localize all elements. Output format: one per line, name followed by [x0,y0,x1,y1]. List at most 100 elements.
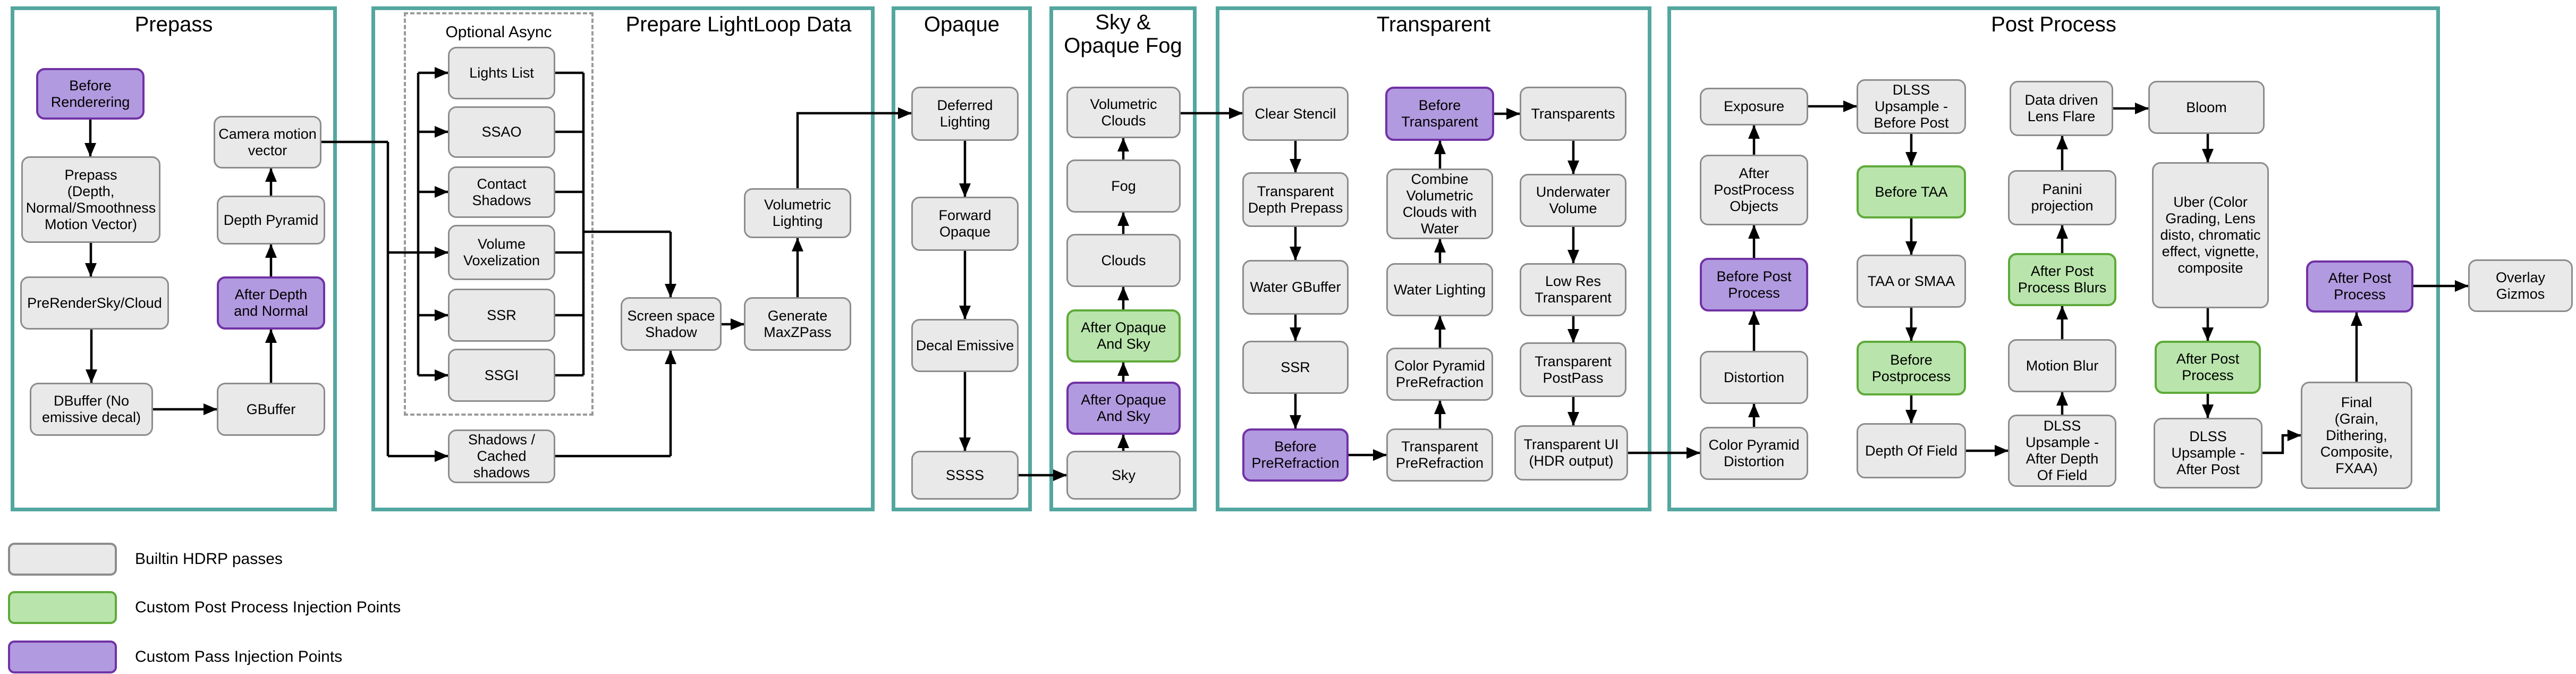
node-label: Lights List [469,65,534,81]
node-combine-volumetric-clouds-with-water: Combine Volumetric Clouds with Water [1386,168,1493,239]
node-overlay-gizmos: Overlay Gizmos [2468,259,2573,312]
node-distortion: Distortion [1700,351,1808,404]
node-water-lighting: Water Lighting [1386,263,1493,316]
node-before-rendering: Before Renderering [36,68,145,120]
node-label: PreRenderSky/Cloud [27,294,162,311]
node-ssss: SSSS [911,451,1019,500]
node-volumetric-clouds: Volumetric Clouds [1066,87,1181,138]
node-label: Water GBuffer [1250,279,1341,295]
node-transparents: Transparents [1520,87,1626,141]
node-label: After Depth and Normal [234,287,308,319]
node-transparent-depth-prepass: Transparent Depth Prepass [1242,172,1349,227]
node-label: Volume Voxelization [463,236,540,268]
node-before-taa: Before TAA [1857,165,1966,218]
node-dlss-upsample-after-post: DLSS Upsample - After Post [2154,418,2263,488]
section-title-transparent: Transparent [1376,13,1491,36]
node-label: Transparent PreRefraction [1395,439,1484,471]
node-after-post-process-green: After Post Process [2155,341,2261,394]
section-post-process [1667,6,2440,511]
node-lights-list: Lights List [448,47,555,99]
node-label: Motion Blur [2026,357,2099,374]
node-label: DLSS Upsample - After Post [2171,428,2245,477]
node-volumetric-lighting: Volumetric Lighting [744,188,851,238]
node-underwater-volume: Underwater Volume [1520,174,1626,227]
node-label: Final (Grain, Dithering, Composite, FXAA… [2320,394,2393,476]
section-title-opaque: Opaque [923,13,1000,36]
node-color-pyramid-prerefraction: Color Pyramid PreRefraction [1386,348,1493,401]
node-decal-emissive: Decal Emissive [911,319,1019,372]
node-motion-blur: Motion Blur [2008,339,2116,392]
node-water-gbuffer: Water GBuffer [1242,260,1349,315]
node-after-opaque-and-sky-pass: After Opaque And Sky [1066,382,1181,435]
node-label: Forward Opaque [938,207,992,240]
node-bloom: Bloom [2148,81,2265,134]
node-label: After Opaque And Sky [1081,392,1166,424]
node-after-postprocess-objects: After PostProcess Objects [1700,155,1808,225]
legend-label-builtin: Builtin HDRP passes [135,550,283,568]
node-after-post-process-purple: After Post Process [2306,260,2413,313]
node-label: After Post Process [2328,270,2392,302]
node-ssao: SSAO [448,106,555,158]
node-after-post-process-blurs: After Post Process Blurs [2008,253,2116,306]
node-label: Transparent PostPass [1535,353,1612,386]
node-ssgi: SSGI [448,349,555,402]
node-dbuffer: DBuffer (No emissive decal) [30,383,153,436]
node-label: Color Pyramid PreRefraction [1394,358,1486,390]
node-forward-opaque: Forward Opaque [911,197,1019,251]
legend-label-custom-post-process: Custom Post Process Injection Points [135,599,401,616]
section-title-prepass: Prepass [134,13,213,36]
node-prepass-depth: Prepass (Depth, Normal/Smoothness Motion… [21,156,160,243]
node-label: Contact Shadows [472,175,531,208]
node-dlss-upsample-before-post: DLSS Upsample - Before Post [1857,79,1966,134]
node-after-opaque-and-sky-postprocess: After Opaque And Sky [1066,309,1181,363]
legend-swatch-custom-pass [8,641,117,673]
node-label: Bloom [2186,99,2227,115]
node-fog: Fog [1066,159,1181,213]
node-label: Before Transparent [1401,97,1478,130]
node-label: After Opaque And Sky [1081,319,1166,352]
node-label: Prepass (Depth, Normal/Smoothness Motion… [26,166,156,232]
node-transparent-ui-hdr-output: Transparent UI (HDR output) [1514,425,1628,481]
node-prerender-sky-cloud: PreRenderSky/Cloud [20,276,169,330]
node-before-transparent: Before Transparent [1385,87,1494,141]
node-label: Water Lighting [1393,281,1486,298]
node-label: Depth Pyramid [223,212,319,228]
node-data-driven-lens-flare: Data driven Lens Flare [2010,81,2113,136]
node-label: After PostProcess Objects [1714,165,1794,214]
node-label: SSGI [484,367,519,383]
legend-swatch-builtin [8,543,117,576]
node-shadows-cached-shadows: Shadows / Cached shadows [448,429,555,483]
node-after-depth-and-normal: After Depth and Normal [217,276,325,330]
node-label: After Post Process [2176,351,2240,383]
node-before-postprocess: Before Postprocess [1857,341,1966,395]
node-ssr-lightloop: SSR [448,289,555,342]
node-color-pyramid-distortion: Color Pyramid Distortion [1700,427,1808,480]
node-deferred-lighting: Deferred Lighting [911,87,1019,141]
section-transparent [1216,6,1651,511]
node-label: SSAO [481,124,522,140]
optional-async-label: Optional Async [445,23,552,41]
node-label: Uber (Color Grading, Lens disto, chromat… [2160,194,2261,276]
node-gbuffer: GBuffer [217,383,325,436]
node-label: Exposure [1723,98,1785,114]
node-label: GBuffer [246,401,296,417]
node-label: Transparent Depth Prepass [1248,183,1343,216]
node-clear-stencil: Clear Stencil [1242,87,1349,141]
node-label: SSR [487,307,516,323]
node-label: Low Res Transparent [1535,273,1612,306]
node-label: Volumetric Clouds [1090,96,1157,129]
node-label: Fog [1111,178,1136,194]
node-label: Transparents [1531,105,1615,122]
node-screen-space-shadow: Screen space Shadow [621,297,722,351]
node-transparent-postpass: Transparent PostPass [1520,342,1626,397]
node-label: Before TAA [1875,183,1948,200]
node-label: Deferred Lighting [937,97,993,130]
node-final: Final (Grain, Dithering, Composite, FXAA… [2301,382,2412,489]
node-label: Transparent UI (HDR output) [1523,436,1619,469]
node-transparent-prerefraction: Transparent PreRefraction [1386,428,1493,482]
node-label: Color Pyramid Distortion [1708,437,1800,469]
node-label: Decal Emissive [916,337,1014,353]
node-low-res-transparent: Low Res Transparent [1520,263,1626,316]
node-label: SSR [1281,359,1310,375]
